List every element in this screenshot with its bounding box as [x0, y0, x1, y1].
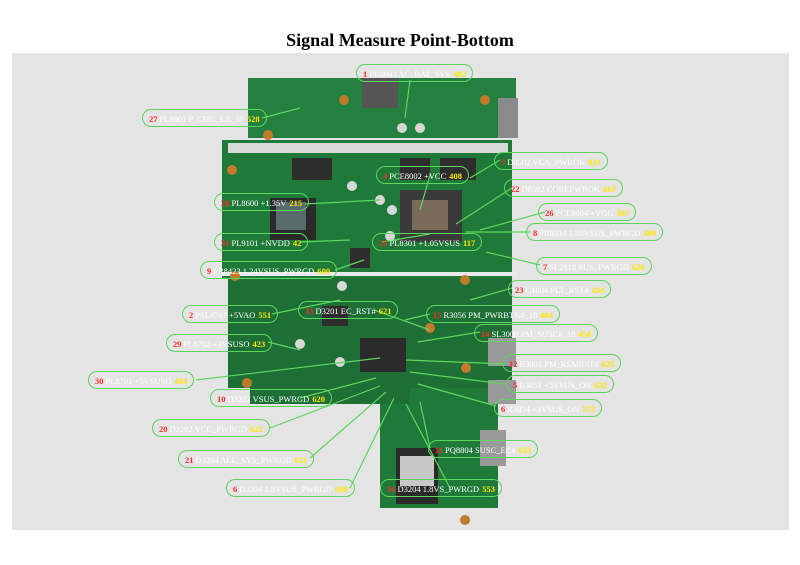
page-title: Signal Measure Point-Bottom — [286, 30, 514, 50]
